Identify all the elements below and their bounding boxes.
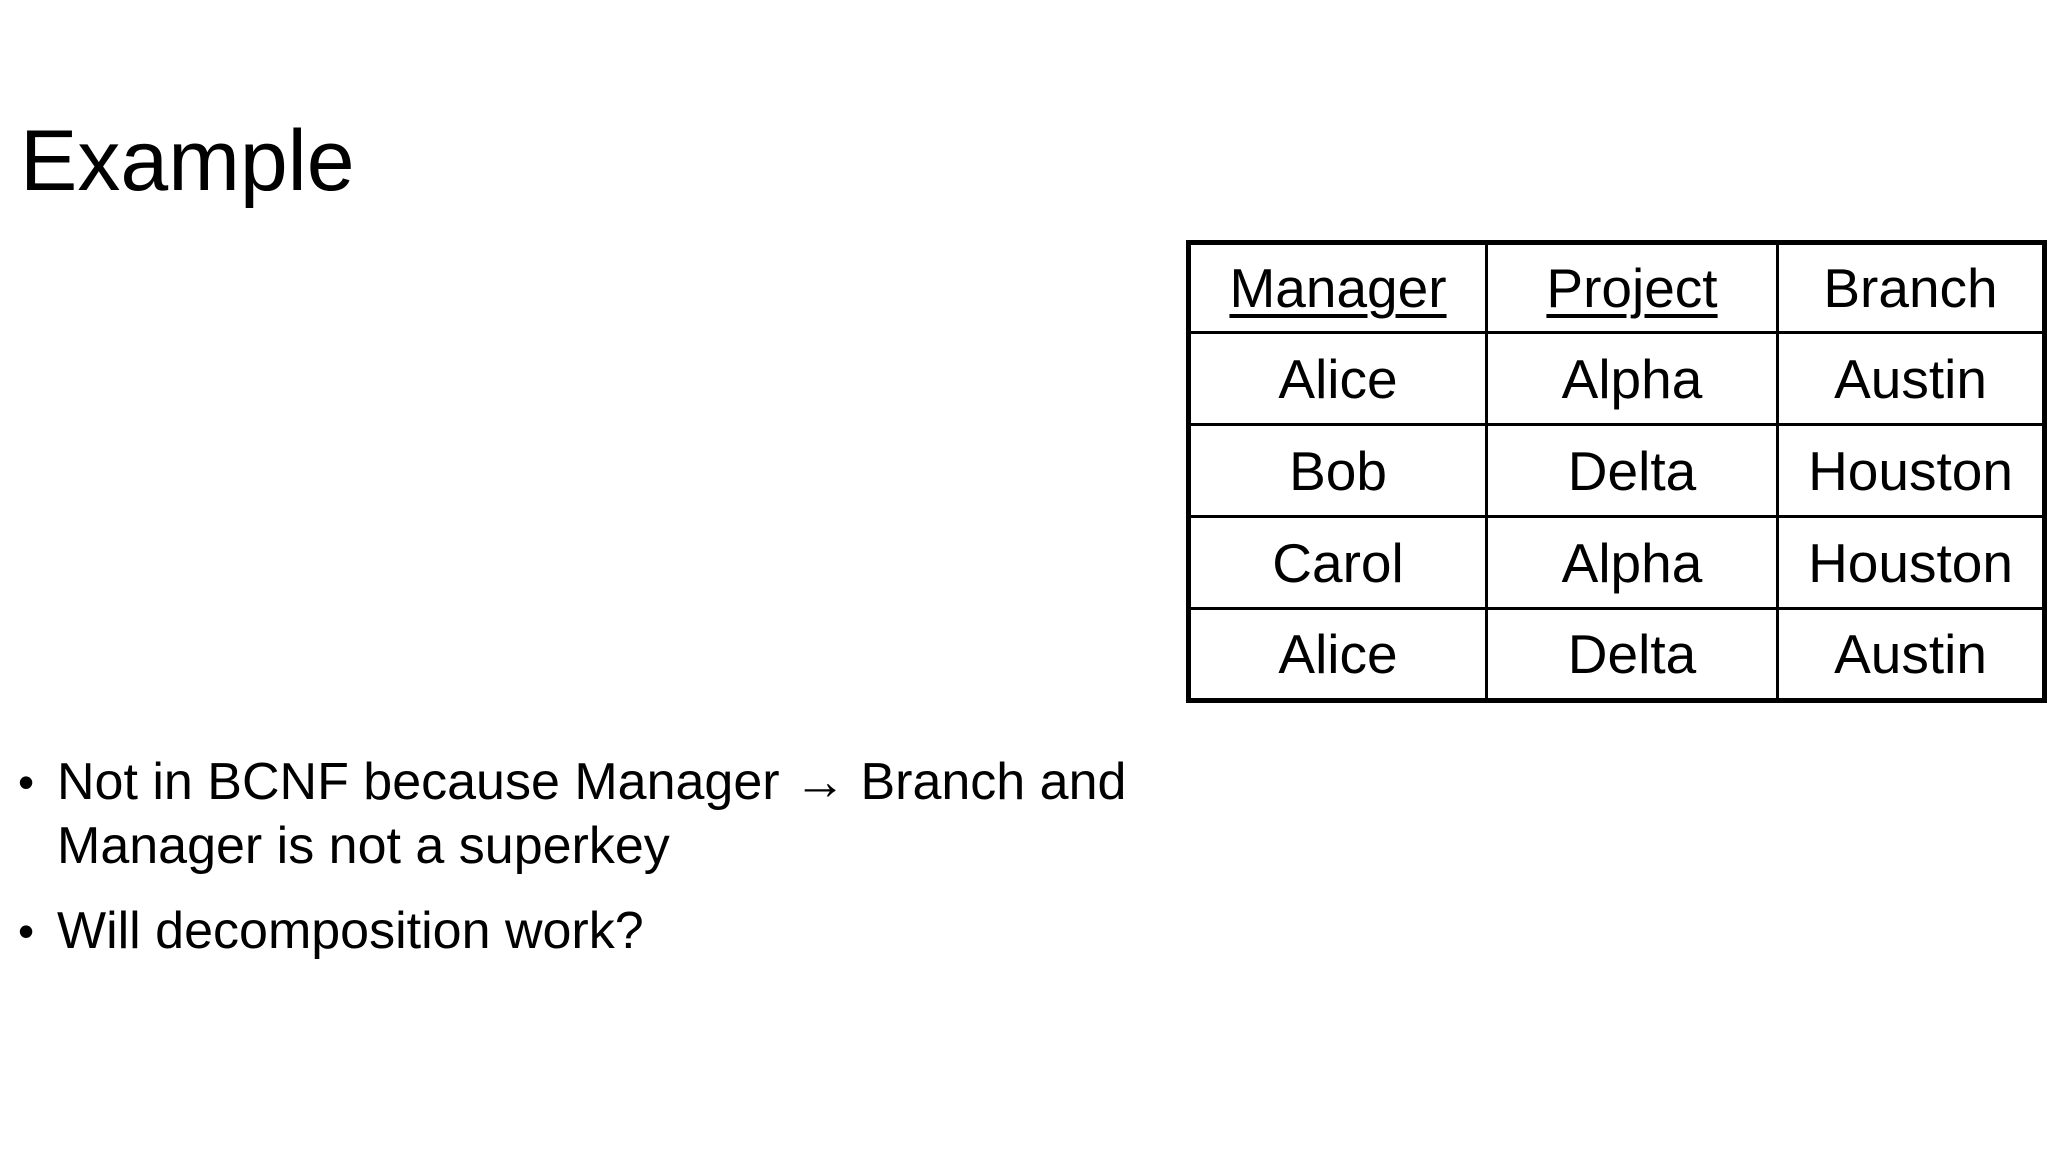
column-header-project: Project bbox=[1485, 241, 1779, 334]
bullet-icon: • bbox=[18, 756, 35, 808]
relation-table: Manager Project Branch Alice Alpha Austi… bbox=[1186, 240, 2047, 703]
table-row: Alice Alpha Austin bbox=[1187, 331, 2046, 426]
table-cell: Austin bbox=[1776, 607, 2046, 702]
table-row: Bob Delta Houston bbox=[1187, 423, 2046, 518]
table-row: Carol Alpha Houston bbox=[1187, 515, 2046, 610]
slide-title: Example bbox=[20, 113, 355, 209]
table-cell: Austin bbox=[1776, 331, 2046, 426]
column-header-branch: Branch bbox=[1776, 241, 2046, 334]
table-cell: Bob bbox=[1187, 423, 1488, 518]
bullet-line: Not in BCNF because Manager → Branch and bbox=[57, 753, 1127, 811]
table-cell: Delta bbox=[1485, 607, 1779, 702]
table-header-row: Manager Project Branch bbox=[1187, 241, 2046, 334]
table-cell: Alice bbox=[1187, 331, 1488, 426]
table-cell: Carol bbox=[1187, 515, 1488, 610]
table-cell: Houston bbox=[1776, 515, 2046, 610]
bullet-list: • Not in BCNF because Manager → Branch a… bbox=[18, 750, 1228, 963]
bullet-text-bcnf: Not in BCNF because Manager → Branch and… bbox=[57, 750, 1126, 878]
table-cell: Alpha bbox=[1485, 515, 1779, 610]
bullet-line: Manager is not a superkey bbox=[57, 817, 670, 875]
table-row: Alice Delta Austin bbox=[1187, 607, 2046, 702]
table-cell: Alpha bbox=[1485, 331, 1779, 426]
table-cell: Alice bbox=[1187, 607, 1488, 702]
column-header-manager: Manager bbox=[1187, 241, 1488, 334]
column-header-manager-label: Manager bbox=[1229, 257, 1447, 319]
bullet-icon: • bbox=[18, 905, 35, 957]
column-header-project-label: Project bbox=[1546, 257, 1718, 319]
bullet-item: • Not in BCNF because Manager → Branch a… bbox=[18, 750, 1228, 878]
bullet-line: Will decomposition work? bbox=[57, 902, 644, 960]
table-cell: Delta bbox=[1485, 423, 1779, 518]
bullet-text-decomposition: Will decomposition work? bbox=[57, 899, 644, 963]
table-cell: Houston bbox=[1776, 423, 2046, 518]
column-header-branch-label: Branch bbox=[1823, 257, 1998, 319]
bullet-item: • Will decomposition work? bbox=[18, 899, 1228, 963]
